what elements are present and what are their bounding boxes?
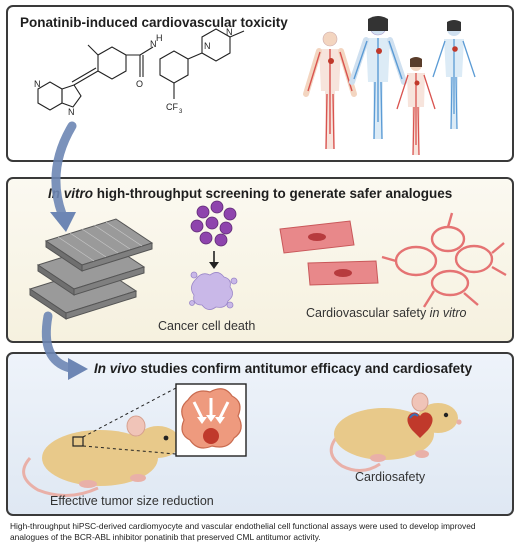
well-plate-stack (28, 218, 154, 320)
ponatinib-structure: N N N H O N N CF 3 (34, 16, 476, 156)
chem-n1: N (34, 79, 41, 89)
in-vivo-panel: In vivo studies confirm antitumor effica… (6, 352, 514, 516)
cancer-cells (190, 200, 237, 247)
cancer-cell-death-label: Cancer cell death (158, 319, 256, 333)
screening-panel: In vitro high-throughput screening to ge… (6, 177, 514, 343)
cardiomyocyte-top (279, 220, 355, 254)
tumor-reduction-label: Effective tumor size reduction (50, 494, 214, 508)
in-vivo-illustration (22, 383, 462, 497)
human-figure-4 (432, 20, 476, 130)
dying-cancer-cells (189, 271, 238, 310)
down-arrow-icon (209, 251, 219, 269)
chem-sub3: 3 (179, 109, 183, 115)
toxicity-title: Ponatinib-induced cardiovascular toxicit… (20, 15, 288, 30)
human-figure-1 (303, 31, 357, 150)
in-vivo-title-italic: In vivo (94, 361, 137, 376)
toxicity-panel: Ponatinib-induced cardiovascular toxicit… (6, 5, 514, 162)
cv-label-italic: in vitro (429, 306, 467, 320)
figure-caption: High-throughput hiPSC-derived cardiomyoc… (10, 521, 476, 542)
in-vivo-title-rest: studies confirm antitumor efficacy and c… (136, 361, 473, 376)
cardiovascular-safety-label: Cardiovascular safety in vitro (306, 306, 467, 320)
chem-n3: N (150, 39, 157, 49)
chem-n4: N (204, 41, 211, 51)
cardiomyocyte-bottom (307, 260, 379, 286)
human-figure-3 (396, 57, 436, 156)
screening-illustration (28, 200, 507, 320)
human-figure-2 (349, 16, 407, 140)
screening-title-rest: high-throughput screening to generate sa… (93, 186, 453, 201)
cardiosafety-label: Cardiosafety (355, 470, 426, 484)
chem-n5: N (226, 27, 233, 37)
tumor-inset (175, 383, 247, 457)
chem-o: O (136, 79, 143, 89)
in-vivo-title: In vivo studies confirm antitumor effica… (94, 361, 472, 376)
chem-n2: N (68, 107, 75, 117)
cv-label-prefix: Cardiovascular safety (306, 306, 430, 320)
mouse-cardiosafety (329, 392, 462, 472)
endothelial-network (381, 212, 507, 308)
mouse-tumor (22, 415, 183, 497)
chem-h: H (156, 33, 163, 43)
chem-cf: CF (166, 102, 178, 112)
